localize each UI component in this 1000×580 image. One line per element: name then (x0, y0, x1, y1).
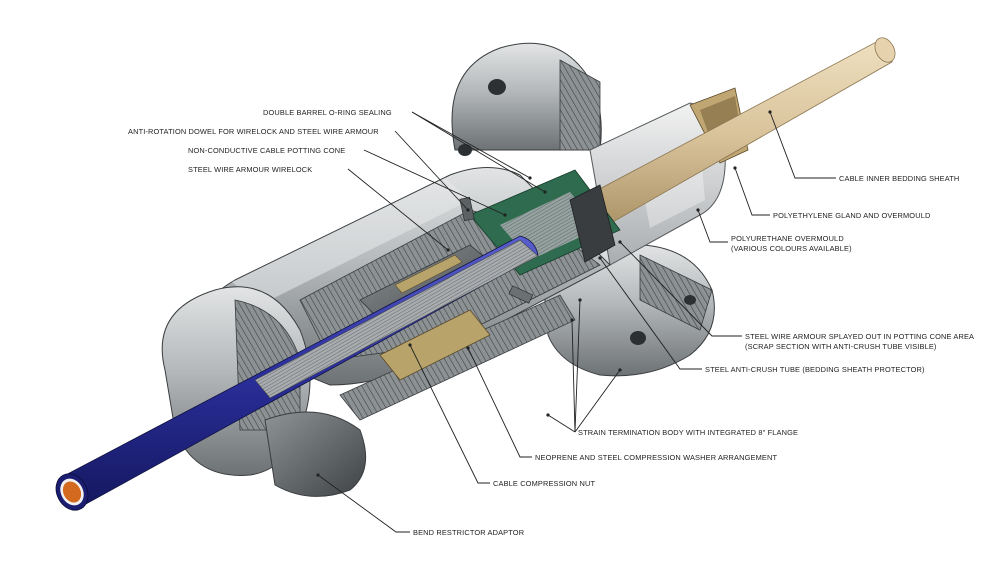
leader-arrowheads (316, 110, 772, 477)
label-bend-restrictor: BEND RESTRICTOR ADAPTOR (413, 528, 524, 537)
label-inner-bedding: CABLE INNER BEDDING SHEATH (839, 174, 959, 183)
label-compression-nut: CABLE COMPRESSION NUT (493, 479, 595, 488)
label-neoprene: NEOPRENE AND STEEL COMPRESSION WASHER AR… (535, 453, 777, 462)
armoured-cable (55, 235, 539, 511)
rear-flange-upper (451, 42, 602, 156)
label-double-barrel: DOUBLE BARREL O-RING SEALING (263, 108, 392, 117)
label-potting-cone: NON-CONDUCTIVE CABLE POTTING CONE (188, 146, 345, 155)
anti-crush-tube (569, 184, 616, 263)
label-splayed-note: (SCRAP SECTION WITH ANTI-CRUSH TUBE VISI… (745, 342, 937, 351)
label-splayed: STEEL WIRE ARMOUR SPLAYED OUT IN POTTING… (745, 332, 974, 341)
inner-bedding-sheath (559, 37, 896, 236)
label-anti-crush: STEEL ANTI-CRUSH TUBE (BEDDING SHEATH PR… (705, 365, 925, 374)
label-pe-gland: POLYETHYLENE GLAND AND OVERMOULD (773, 211, 930, 220)
label-wirelock: STEEL WIRE ARMOUR WIRELOCK (188, 165, 312, 174)
label-pu-overmould: POLYURETHANE OVERMOULD (731, 234, 844, 243)
leader-lines (317, 111, 836, 533)
label-anti-rotation: ANTI-ROTATION DOWEL FOR WIRELOCK AND STE… (128, 127, 379, 136)
label-pu-overmould-note: (VARIOUS COLOURS AVAILABLE) (731, 244, 852, 253)
label-strain-body: STRAIN TERMINATION BODY WITH INTEGRATED … (578, 428, 798, 437)
